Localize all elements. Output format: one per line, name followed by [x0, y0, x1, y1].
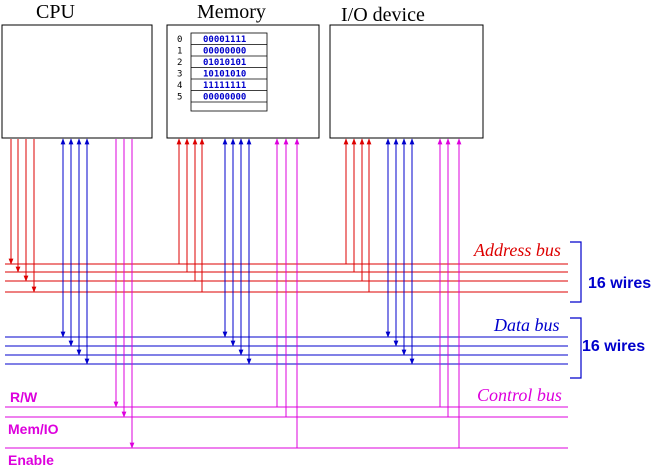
control-line-label-enable: Enable: [8, 452, 54, 466]
control-line-label-mem-io: Mem/IO: [8, 421, 59, 437]
address-bus-wire-count: 16 wires: [588, 275, 651, 292]
data-bus-bracket: [570, 317, 582, 379]
memory-address: 5: [177, 93, 182, 103]
memory-address: 0: [177, 35, 182, 45]
cpu-box: [1, 24, 153, 139]
memory-value: 00001111: [203, 35, 246, 45]
memory-box: [166, 24, 320, 139]
io-device-title: I/O device: [341, 4, 425, 26]
control-line-label-rw: R/W: [10, 389, 38, 405]
data-bus-wire-count: 16 wires: [582, 338, 645, 355]
io-device-box: [329, 24, 484, 139]
memory-value: 11111111: [203, 81, 246, 91]
memory-address: 4: [177, 81, 182, 91]
memory-value: 00000000: [203, 93, 246, 103]
memory-value: 10101010: [203, 70, 246, 80]
memory-title: Memory: [197, 1, 266, 23]
memory-address: 3: [177, 70, 182, 80]
control-bus-label: Control bus: [477, 385, 562, 405]
memory-table: 0 00001111 1 00000000 2 01010101 3 10101010 4 111…: [177, 32, 268, 112]
memory-value: 00000000: [203, 47, 246, 57]
memory-table-frame: [190, 32, 268, 112]
address-bus-label: Address bus: [473, 240, 561, 260]
memory-address: 2: [177, 58, 182, 68]
memory-value: 01010101: [203, 58, 246, 68]
bus-lines: [5, 138, 568, 449]
data-bus-label: Data bus: [493, 315, 560, 335]
cpu-title: CPU: [36, 1, 75, 23]
address-bus-bracket: [570, 241, 582, 303]
memory-address: 1: [177, 47, 182, 57]
